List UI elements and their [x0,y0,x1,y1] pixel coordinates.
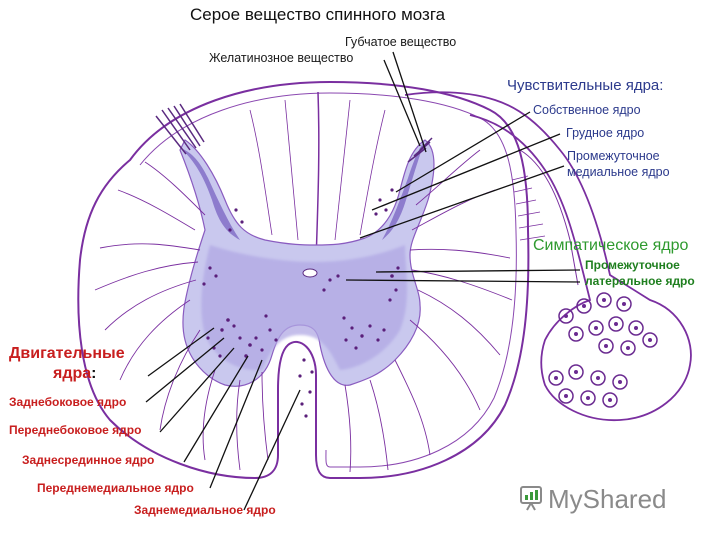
label-spongy-substance: Губчатое вещество [345,36,456,50]
grey-matter-shading [201,245,407,370]
central-canal [303,269,317,277]
left-rootlets [156,104,204,154]
label-anterolateral-nucleus: Переднебоковое ядро [9,424,141,437]
posterior-septum [316,92,319,262]
label-posterior-central-nucleus: Заднесрединное ядро [22,454,154,467]
ganglion-cells [549,293,657,407]
label-anteromedial-nucleus: Переднемедиальное ядро [37,482,194,495]
label-posterolateral-nucleus: Заднебоковое ядро [9,396,126,409]
label-motor-nuclei-colon: : [91,365,96,382]
label-motor-nuclei-line1: Двигательные [9,345,125,363]
label-thoracic-nucleus: Грудное ядро [566,127,644,141]
label-proper-nucleus: Собственное ядро [533,104,641,118]
watermark-text: MyShared [548,484,667,515]
label-sympathetic-nucleus-heading: Симпатическое ядро [533,237,688,255]
presentation-board-icon [519,484,543,512]
dorsal-root [405,92,691,420]
label-motor-nuclei-word: ядра [53,365,91,382]
ganglion-cell-nuclei [554,298,652,402]
label-intermediomedial-line2: медиальное ядро [567,166,670,180]
label-intermediomedial-line1: Промежуточное [567,150,660,164]
label-motor-nuclei-line2: ядра: [53,365,97,383]
label-posteromedial-nucleus: Заднемедиальное ядро [134,504,276,517]
label-sensory-nuclei-heading: Чувствительные ядра: [507,78,663,95]
slide-title: Серое вещество спинного мозга [190,6,445,25]
label-gelatinous-substance: Желатинозное вещество [209,52,353,66]
label-intermediolateral-line2: латеральное ядро [585,275,695,288]
label-intermediolateral-line1: Промежуточное [585,259,680,272]
